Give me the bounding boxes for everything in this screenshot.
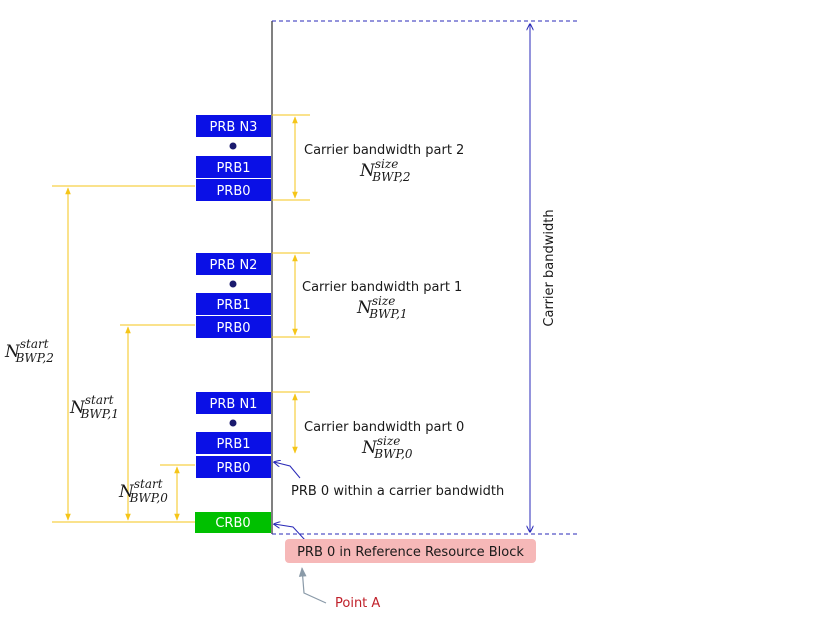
- ellipsis-dot: [229, 142, 237, 150]
- prb-top-label: PRB N3: [210, 120, 258, 135]
- prb0-within-pointer: [274, 462, 301, 479]
- point-a-arrow: [298, 567, 327, 604]
- part-label: Carrier bandwidth part 2: [304, 143, 464, 158]
- prb0-label: PRB0: [216, 461, 250, 476]
- ellipsis-dot: [229, 419, 237, 427]
- reference-box: [285, 539, 536, 563]
- prb0-box: [196, 179, 271, 201]
- prb1-label: PRB1: [216, 298, 250, 313]
- prb-top-label: PRB N2: [210, 258, 258, 273]
- prb1-label: PRB1: [216, 161, 250, 176]
- reference-label: PRB 0 in Reference Resource Block: [297, 545, 524, 560]
- prb0-label: PRB0: [216, 184, 250, 199]
- prb0-within-label: PRB 0 within a carrier bandwidth: [291, 484, 504, 499]
- part-label: Carrier bandwidth part 1: [302, 280, 462, 295]
- prb-group-0: PRB N1 PRB1 PRB0 Carrier bandwidth part …: [196, 391, 464, 478]
- prb1-box: [196, 293, 271, 315]
- prb-top-box: [196, 392, 271, 414]
- prb-top-box: [196, 115, 271, 137]
- prb1-box: [196, 156, 271, 178]
- prb-top-box: [196, 253, 271, 275]
- part-label: Carrier bandwidth part 0: [304, 420, 464, 435]
- prb0-label: PRB0: [216, 321, 250, 336]
- prb-top-label: PRB N1: [210, 397, 258, 412]
- ellipsis-dot: [229, 280, 237, 288]
- point-a-label: Point A: [335, 596, 380, 611]
- prb-group-2: PRB N3 PRB1 PRB0 Carrier bandwidth part …: [196, 114, 464, 201]
- crb0-box: [195, 512, 271, 533]
- crb0-label: CRB0: [215, 516, 250, 531]
- reference-pointer: [274, 524, 306, 541]
- prb0-box: [196, 316, 271, 338]
- prb-group-1: PRB N2 PRB1 PRB0 Carrier bandwidth part …: [196, 252, 462, 338]
- prb1-box: [196, 432, 271, 454]
- prb1-label: PRB1: [216, 437, 250, 452]
- carrier-bandwidth-label: Carrier bandwidth: [542, 209, 557, 326]
- prb0-box: [196, 456, 271, 478]
